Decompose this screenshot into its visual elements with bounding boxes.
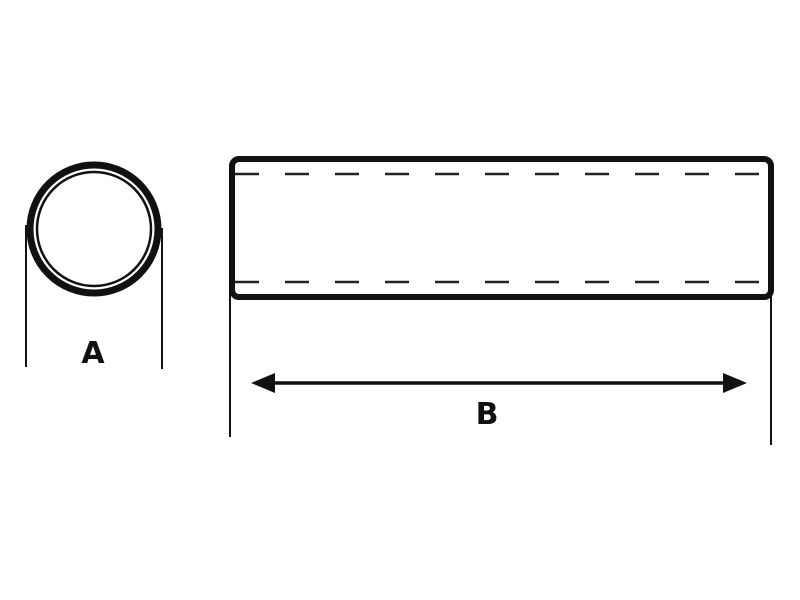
inner-circle <box>35 170 153 288</box>
dimension-label-a: A <box>81 336 105 371</box>
arrow-head-left-icon <box>251 373 275 393</box>
end-view <box>25 161 163 369</box>
side-view <box>229 156 774 445</box>
tube-body <box>229 156 774 300</box>
dimension-label-b: B <box>475 397 499 432</box>
dimension-arrow-b <box>251 373 747 393</box>
arrow-head-right-icon <box>723 373 747 393</box>
outer-circle <box>26 161 162 297</box>
